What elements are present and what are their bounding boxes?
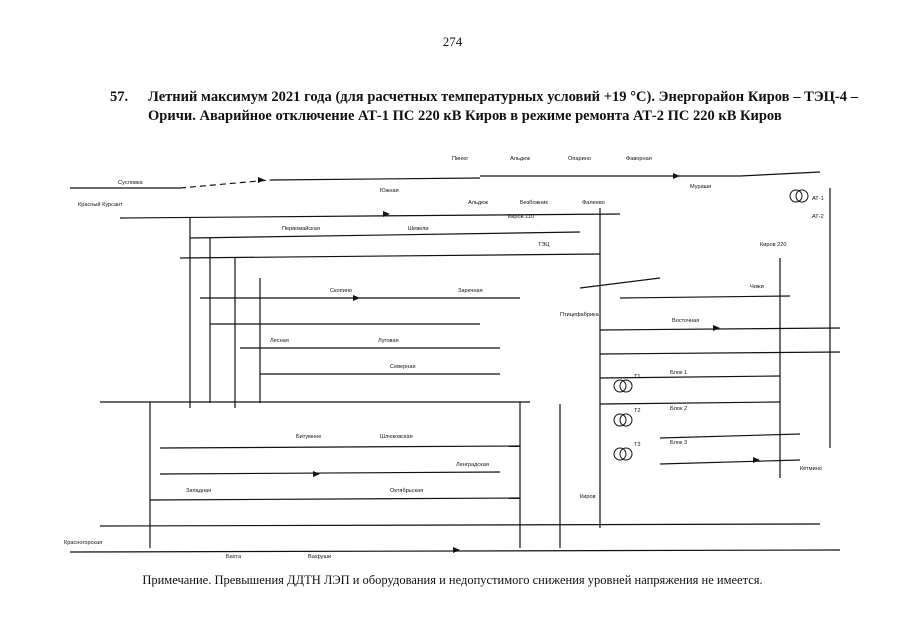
diagram-arrows xyxy=(258,173,760,553)
label-ketmin: Кетмино xyxy=(800,466,822,472)
label-fornaya: Фаворная xyxy=(626,156,652,162)
label-bitumnoe: Битумное xyxy=(296,434,321,440)
label-lengradskaya: Ленградская xyxy=(456,462,489,468)
label-krasny-kursant: Красный Курсант xyxy=(78,201,123,208)
label-severnaya: Северная xyxy=(390,364,416,370)
label-kirov-tr: Киров xyxy=(580,494,596,500)
label-t1: Т1 xyxy=(634,374,641,380)
diagram-lines xyxy=(69,171,841,553)
footnote: Примечание. Превышения ДДТН ЛЭП и оборуд… xyxy=(142,573,763,587)
label-t2: Т2 xyxy=(634,408,641,414)
label-blok2: Блок 2 xyxy=(670,406,687,412)
label-faleevo: Фалеево xyxy=(582,200,605,206)
label-bakhta: Бахта xyxy=(226,554,242,560)
label-lesnaya: Лесная xyxy=(270,338,289,344)
label-blok1: Блок 1 xyxy=(670,370,687,376)
label-ptitsefabrika: Птицефабрика xyxy=(560,312,600,318)
page-number: 274 xyxy=(442,34,463,49)
label-at1: АТ-1 xyxy=(812,196,824,202)
label-yuzhnaya: Южная xyxy=(380,188,399,194)
label-pervomayskaya: Первомайская xyxy=(282,225,320,232)
section-title: Летний максимум 2021 года (для расчетных… xyxy=(148,89,858,124)
label-chizhi: Чижи xyxy=(750,284,764,290)
label-suslovka: Сусловка xyxy=(118,180,144,186)
label-bezbozhnik: Безбожник xyxy=(520,200,548,206)
label-tets: ТЭЦ xyxy=(538,242,550,248)
label-opary: Опарино xyxy=(568,156,591,162)
label-aldyuzh: Альдеж xyxy=(510,156,530,162)
label-blok3: Блок 3 xyxy=(670,440,687,446)
label-pinyug: Пинюг xyxy=(452,156,468,162)
label-t3: Т3 xyxy=(634,442,641,448)
label-aldeshka: Альдеж xyxy=(468,200,488,206)
label-at2: АТ-2 xyxy=(812,214,824,220)
diagram-labels: Сусловка Красный Курсант Пинюг Альдеж Оп… xyxy=(64,156,824,560)
label-kirov-110: Киров 110 xyxy=(508,214,534,220)
label-skopino: Скопино xyxy=(330,288,352,294)
label-lugovaya: Луговая xyxy=(378,338,399,344)
section-number: 57. xyxy=(110,89,129,105)
label-zapadnaya: Западная xyxy=(186,488,211,494)
label-kirov-220: Киров 220 xyxy=(760,242,786,248)
label-zarechnaya: Заречная xyxy=(458,288,483,294)
label-krasnogorskaya: Красногорская xyxy=(64,540,102,546)
label-shlyukovskaya: Шлюковская xyxy=(380,434,413,440)
network-diagram: Сусловка Красный Курсант Пинюг Альдеж Оп… xyxy=(64,156,841,560)
label-murashi: Мураши xyxy=(690,184,711,190)
label-sheveli: Шевели xyxy=(408,226,428,232)
diagram-transformers xyxy=(613,189,809,461)
label-oktyabrskaya: Октябрьская xyxy=(390,488,423,494)
label-vakhrushi: Вахруши xyxy=(308,554,331,560)
label-vostochnaya: Восточная xyxy=(672,318,699,324)
